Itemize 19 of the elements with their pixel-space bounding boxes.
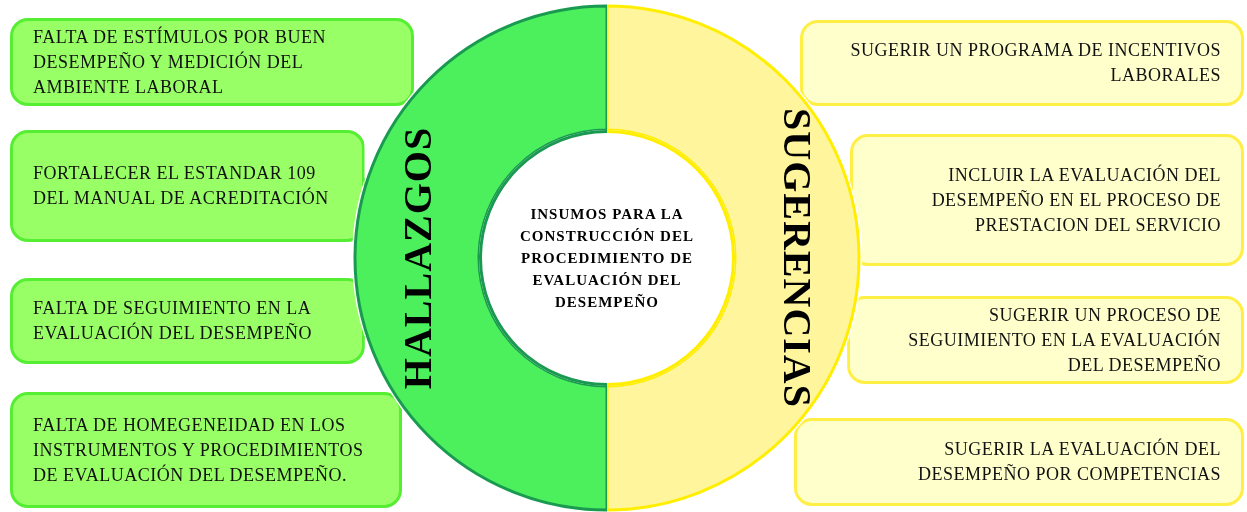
text-box — [799, 20, 1244, 106]
finding-text: FALTA DE HOMEGENEIDAD EN LOS INSTRUMENTOS Y PROCEDIMIENTOS DE EVALUACIÓN DEL DESEMPEÑO. — [33, 413, 365, 487]
text-box — [793, 418, 1244, 506]
suggestion-text: SUGERIR UN PROGRAMA DE INCENTIVOS LABORALES — [849, 39, 1221, 87]
text-box — [10, 392, 403, 508]
section-title: SUGERENCIAS — [773, 108, 821, 408]
suggestion-text: SUGERIR UN PROCESO DE SEGUIMIENTO EN LA EVALUACIÓN DEL DESEMPEÑO — [907, 303, 1221, 377]
suggestion-text: INCLUIR LA EVALUACIÓN DEL DESEMPEÑO EN EL PROCESO DE PRESTACION DEL SERVICIO — [930, 163, 1221, 237]
finding-text: FALTA DE SEGUIMIENTO EN LA EVALUACIÓN DEL DESEMPEÑO — [33, 297, 313, 345]
suggestion-text: SUGERIR LA EVALUACIÓN DEL DESEMPEÑO POR COMPETENCIAS — [916, 437, 1221, 486]
text-box — [10, 130, 365, 242]
finding-text: FALTA DE ESTÍMULOS POR BUEN DESEMPEÑO Y MEDICIÓN DEL AMBIENTE LABORAL — [33, 25, 328, 99]
section-title: HALLAZGOS — [393, 126, 441, 390]
text-box — [849, 134, 1244, 266]
finding-text: FORTALECER EL ESTANDAR 109 DEL MANUAL DE ACREDITACIÓN — [33, 162, 330, 210]
center-text: INSUMOS PARA LA CONSTRUCCIÓN DEL PROCEDIMIENTO DE EVALUACIÓN DEL DESEMPEÑO — [519, 205, 695, 312]
text-box — [10, 18, 415, 106]
text-box — [10, 278, 365, 364]
text-box — [847, 296, 1244, 384]
